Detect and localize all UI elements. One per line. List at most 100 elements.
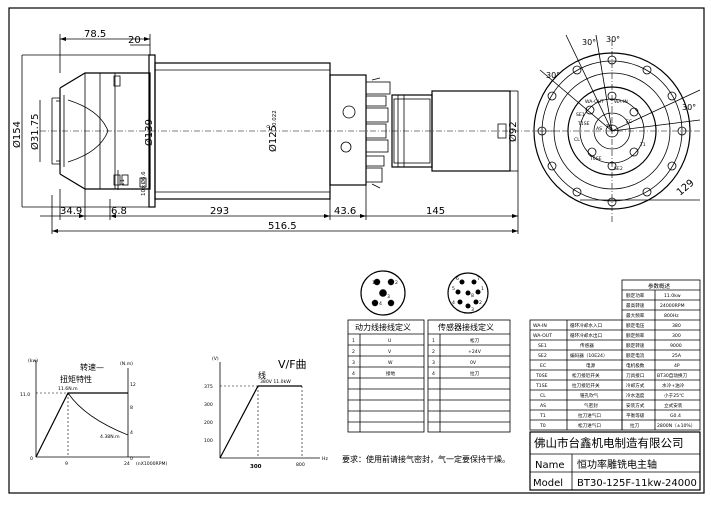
param-key: 额定电流 — [626, 352, 645, 359]
sensor-pin-label: 8 — [471, 293, 474, 299]
param-val: 4P — [674, 363, 680, 369]
vf-y-tick: 300 — [204, 402, 213, 408]
dim-92: Ø92 — [507, 121, 519, 142]
power-row-num: 4 — [352, 371, 355, 377]
dim-holes: 10×Ø6.6 — [140, 171, 147, 196]
dim-43-6: 43.6 — [334, 206, 356, 217]
power-pin-label: 2 — [395, 280, 398, 286]
power-connector: 1 2 3 4 — [360, 270, 406, 316]
param-key: 最高转速 — [626, 302, 645, 309]
conn-t0: T0 — [605, 124, 612, 130]
dim-11: 11 — [120, 179, 126, 186]
power-row-val: W — [388, 360, 393, 366]
torque-y-tick: 11.0 — [20, 392, 30, 398]
sensor-table-title: 传感器接线定义 — [438, 322, 494, 332]
sensor-pin-label: 5 — [452, 286, 455, 292]
sensor-row-num: 3 — [432, 360, 435, 366]
param-val: 小于25℃ — [664, 392, 684, 399]
vf-label: 380V 11.0kW — [260, 379, 291, 385]
param-key: 平衡等级 — [626, 412, 645, 419]
param-key: 拉刀 — [630, 422, 640, 429]
sheet-border — [8, 7, 705, 494]
param-key: 额定电压 — [626, 322, 645, 329]
vf-y-tick: 100 — [204, 438, 213, 444]
torque-x-unit: (nX1000RPM) — [136, 461, 167, 467]
dim-tol-neg: -0.022 — [272, 110, 278, 128]
vf-chart: (V) V/F曲 线 380V 11.0kW 375 300 200 100 3… — [204, 356, 328, 470]
io-desc: 循环冷却水入口 — [570, 322, 603, 329]
power-row-val: U — [388, 338, 391, 344]
param-key: 冷却方式 — [626, 382, 645, 389]
name-label: Name — [535, 460, 565, 471]
conn-t1se: T1SE — [577, 121, 590, 127]
dim-34-9: 34.9 — [60, 206, 82, 217]
vf-x-unit: Hz — [322, 456, 328, 462]
io-code: T0SE — [535, 373, 548, 379]
power-pin-label: 1 — [372, 280, 375, 286]
torque-y2-tick: 4 — [130, 430, 133, 436]
io-desc: 电源 — [586, 362, 596, 369]
torque-y2-unit: (N.m) — [120, 361, 133, 367]
sensor-row-num: 1 — [432, 338, 435, 344]
dim-516-5: 516.5 — [268, 221, 297, 232]
io-code: WA-IN — [533, 323, 547, 329]
io-code: AS — [540, 403, 546, 409]
param-val: 9000 — [670, 343, 682, 349]
io-desc: 气密封 — [584, 402, 598, 409]
sensor-pin-label: 3 — [471, 307, 474, 313]
sensor-row-val: 拉刀 — [470, 370, 480, 377]
dim-154: Ø154 — [11, 121, 23, 148]
end-view: 30° 30° 30° 30° 129 WA-OUT WA-IN EC T0 T… — [533, 34, 701, 222]
model-label: Model — [533, 478, 563, 489]
param-val: 11.0kw — [664, 293, 681, 299]
io-code: WA-OUT — [533, 333, 552, 339]
torque-y-tick: 0 — [30, 456, 33, 462]
sensor-row-val: 0V — [470, 360, 477, 366]
conn-t1: T1 — [639, 142, 646, 148]
io-desc: 编码器（10E24） — [570, 352, 608, 359]
sensor-table: 传感器接线定义 1 松刀 2 +24V 3 0V 4 拉刀 — [427, 319, 511, 433]
io-code: T1 — [539, 413, 546, 419]
param-val: 300 — [672, 333, 681, 339]
sensor-row-val: 松刀 — [470, 337, 480, 344]
power-table-title: 动力线接线定义 — [355, 322, 411, 332]
dim-125: Ø125 — [267, 125, 279, 152]
torque-y2-tick: 12 — [130, 382, 136, 388]
torque-y-unit: (kw) — [28, 358, 38, 364]
conn-wa-out: WA-OUT — [585, 99, 604, 105]
params-title: 参数概述 — [648, 282, 671, 290]
vf-title: V/F曲 — [278, 358, 307, 371]
requirement-note: 要求：使用前请接气密封，气一定要保持干燥。 — [342, 454, 510, 464]
torque-chart: (kw) (N.m) 转速— 扭矩特性 11.0 0 12 8 4 0 9 24… — [20, 358, 167, 467]
sensor-row-val: +24V — [468, 349, 482, 355]
company-name: 佛山市台鑫机电制造有限公司 — [534, 436, 684, 450]
dim-139: Ø139 — [143, 119, 155, 146]
power-row-val: V — [388, 349, 392, 355]
sensor-pin-label: 7 — [477, 276, 480, 282]
torque-title: 转速— — [80, 362, 104, 372]
dim-129: 129 — [675, 178, 697, 199]
param-val: 24000RPM — [660, 303, 685, 309]
vf-x-tick: 300 — [250, 464, 262, 470]
conn-t0se: T0SE — [589, 156, 602, 162]
param-val: 立式安装 — [664, 402, 683, 409]
param-key: 额定频率 — [626, 332, 645, 339]
torque-y2-tick: 0 — [130, 456, 133, 462]
dim-6-8: 6.8 — [111, 206, 127, 217]
params-table: 参数概述 额定功率 11.0kw 最高转速 24000RPM 最大频率 800H… — [621, 279, 701, 431]
power-row-num: 3 — [352, 360, 355, 366]
param-key: 电机极数 — [626, 362, 645, 369]
conn-se2: SE2 — [614, 166, 623, 172]
angle-label: 30° — [582, 38, 596, 47]
io-desc: 循环冷却水出口 — [570, 332, 603, 339]
sensor-pin-label: 4 — [452, 300, 455, 306]
param-val: 25A — [672, 353, 682, 359]
io-desc: 松刀接近开关 — [572, 372, 600, 379]
io-table: WA-IN 循环冷却水入口 WA-OUT 循环冷却水出口 SE1 传感器 SE2… — [529, 319, 623, 431]
param-val: 380 — [672, 323, 681, 329]
sensor-pin-label: 2 — [479, 300, 482, 306]
param-val: BT30自动换刀 — [657, 372, 688, 379]
power-row-num: 2 — [352, 349, 355, 355]
param-key: 额定功率 — [626, 292, 645, 299]
